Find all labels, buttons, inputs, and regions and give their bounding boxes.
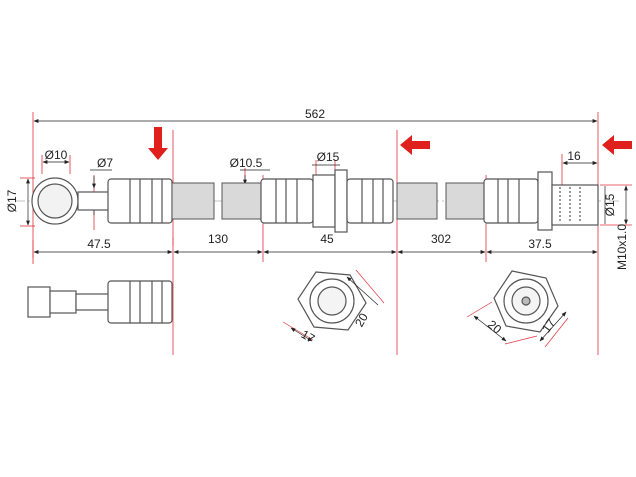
dim-end-fitting-dia: Ø15 [603, 193, 617, 216]
crimp-ferrule-left [107, 178, 173, 224]
end-fitting [483, 171, 599, 231]
arrow-down-icon [148, 127, 168, 160]
dim-end-fitting-len: 16 [567, 149, 581, 163]
dim-hex2-corner: 20 [485, 317, 504, 337]
mid-bracket-fitting [260, 169, 394, 233]
dim-seg-hose-1: 130 [208, 232, 228, 246]
dimension-lines [26, 119, 628, 254]
dim-eye-outer-dia: Ø17 [5, 189, 19, 212]
hex-dimension-lines-2 [466, 301, 569, 348]
dim-hose-dia: Ø10.5 [230, 156, 263, 170]
dim-bolt-dia: Ø7 [97, 156, 113, 170]
dim-seg-hose-2: 302 [431, 232, 451, 246]
dim-hex1-flat: 17 [299, 327, 318, 346]
hex-fitting-end-view-1 [297, 271, 367, 331]
dim-seg-mid-fitting: 45 [320, 232, 334, 246]
hose-segment-2 [396, 182, 487, 220]
hex-fitting-end-view-2 [493, 270, 559, 333]
hose-segment-1 [171, 182, 263, 220]
banjo-fitting-top-view [27, 280, 173, 324]
dim-seg-eye-to-crimp: 47.5 [87, 237, 111, 251]
dim-thread: M10x1.0 [615, 224, 629, 270]
dim-mid-fitting-dia: Ø15 [317, 150, 340, 164]
dim-seg-end-fitting: 37.5 [528, 237, 552, 251]
banjo-eye [31, 177, 111, 225]
dim-hex1-corner: 20 [352, 310, 371, 329]
arrow-left-icon [602, 135, 632, 155]
dim-total-length: 562 [305, 107, 325, 121]
hex-dimension-lines-1 [282, 269, 385, 342]
arrow-left-icon [400, 135, 430, 155]
dim-eye-inner-dia: Ø10 [45, 148, 68, 162]
